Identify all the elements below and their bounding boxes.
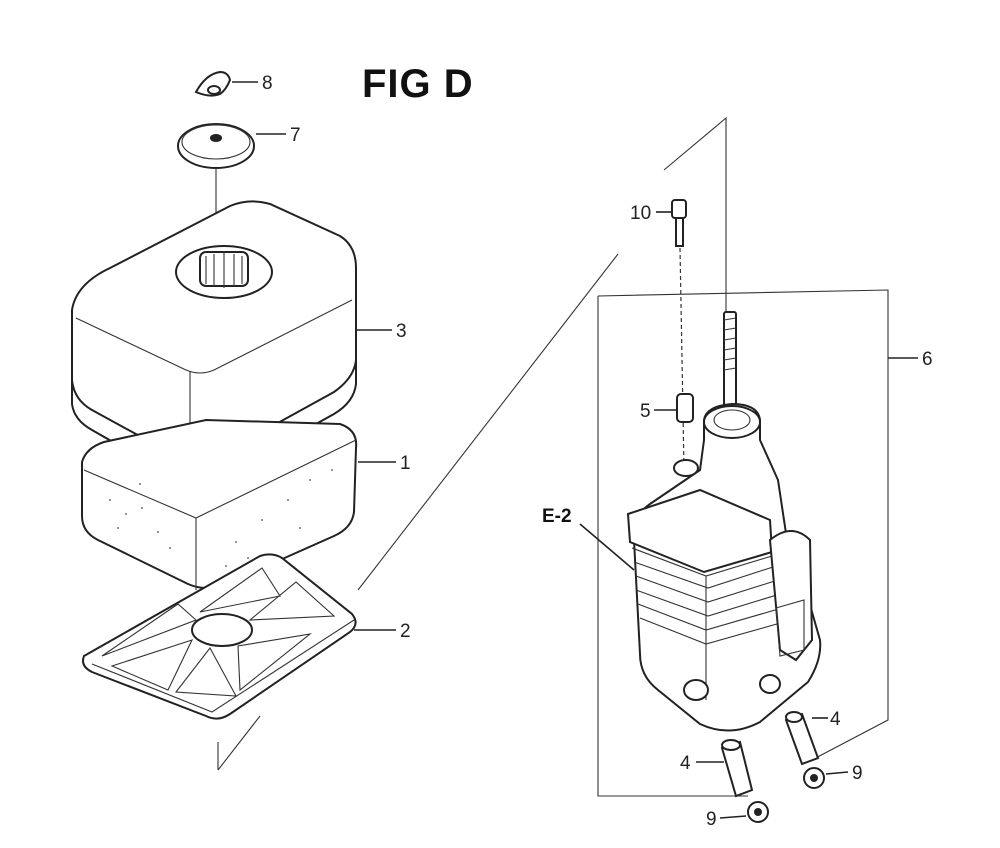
callout-6: 6	[922, 349, 933, 370]
figure-title: FIG D	[362, 62, 474, 106]
callout-2: 2	[400, 621, 411, 642]
leader-e2	[579, 523, 635, 571]
leader-9a	[719, 815, 747, 819]
callout-9-right: 9	[852, 763, 863, 784]
callout-9-bottom: 9	[706, 809, 717, 830]
callout-10: 10	[630, 203, 651, 224]
filter-base-plate-part	[82, 553, 357, 720]
cover-seal-part	[177, 123, 255, 169]
tube-4b-part	[784, 711, 820, 766]
nut-9b-part	[803, 767, 825, 789]
callout-4-right: 4	[830, 709, 841, 730]
callout-1: 1	[400, 453, 411, 474]
bolt-part	[671, 199, 687, 247]
tube-4a-part	[720, 739, 754, 798]
wing-nut-part	[194, 70, 232, 97]
callout-5: 5	[640, 401, 651, 422]
kit-bracket-6	[597, 289, 889, 797]
callout-8: 8	[262, 73, 273, 94]
bolt-centerline	[679, 247, 685, 471]
nut-9a-part	[747, 801, 769, 823]
callout-7: 7	[290, 125, 301, 146]
assembly-guide-line-upper	[663, 116, 727, 420]
collar-part	[676, 393, 694, 423]
callout-e2-reference: E-2	[542, 506, 572, 527]
base-lower-bracket	[217, 715, 261, 771]
callout-3: 3	[396, 321, 407, 342]
air-cleaner-case-part	[626, 402, 822, 732]
leader-9b	[825, 771, 849, 775]
callout-4-left: 4	[680, 753, 691, 774]
assembly-guide-line	[357, 253, 619, 591]
air-filter-element-part	[81, 418, 358, 590]
